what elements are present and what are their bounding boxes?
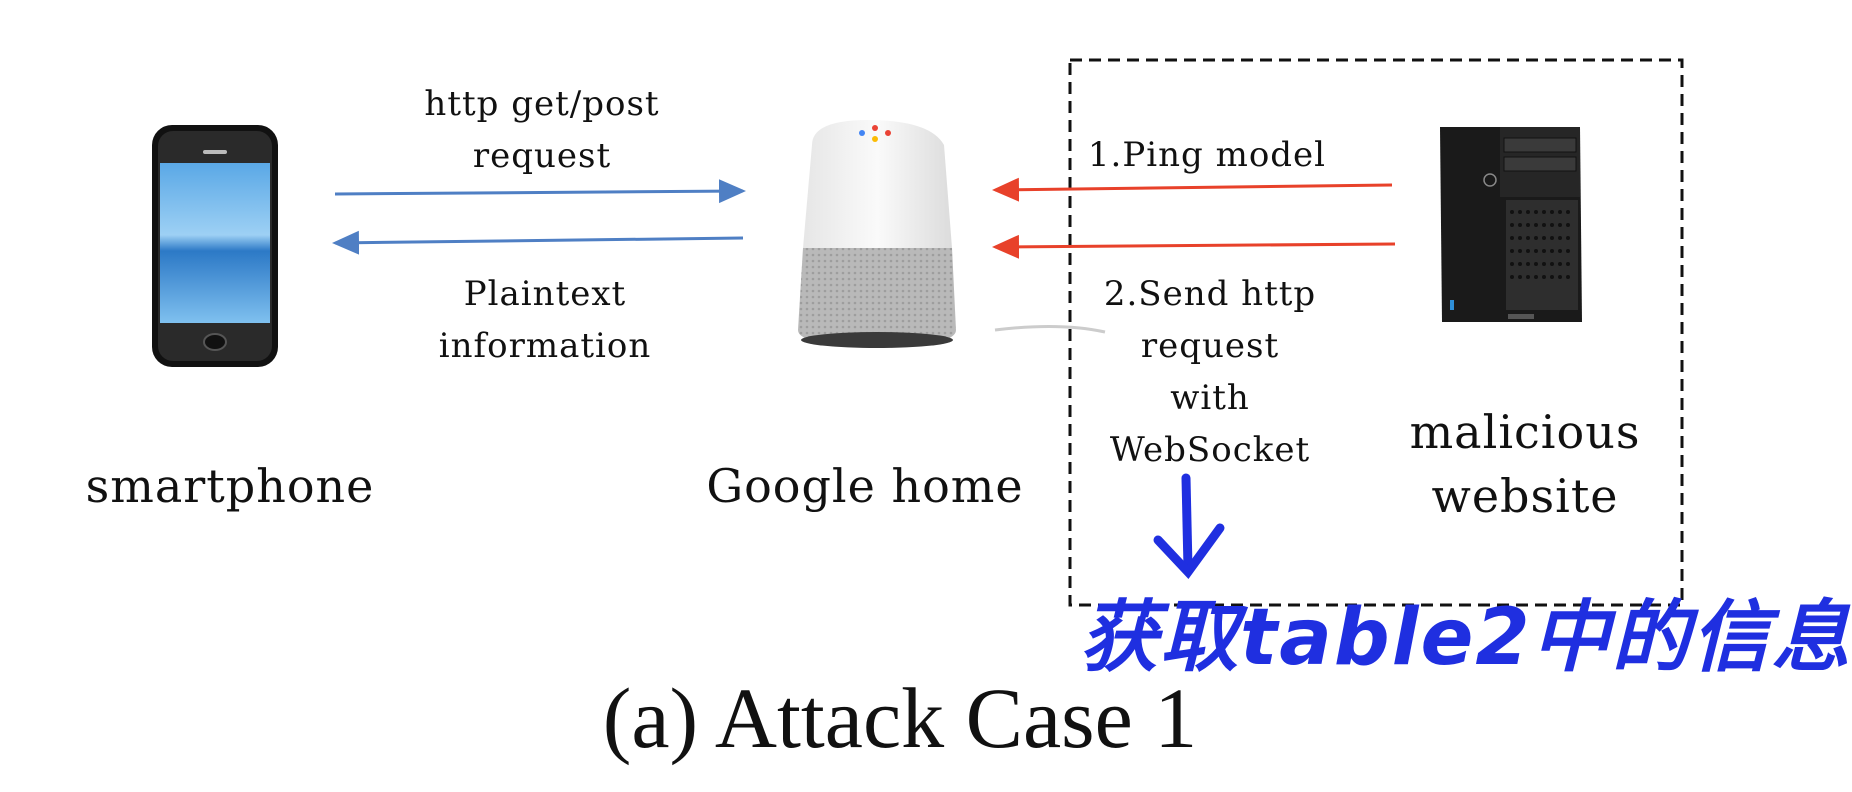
handwritten-annotation: 获取table2中的信息 — [1080, 593, 1852, 683]
diagram-graphics — [152, 58, 1684, 607]
smartphone-icon — [152, 125, 278, 367]
smartphone-label: smartphone — [85, 459, 375, 513]
send-label: 2.Send http request with WebSocket — [1103, 274, 1317, 470]
figure-caption: (a) Attack Case 1 — [602, 670, 1198, 766]
plaintext-label: Plaintext information — [438, 274, 652, 366]
google-home-icon — [798, 120, 1106, 348]
ping-arrow — [992, 177, 1393, 202]
server-icon — [1440, 127, 1582, 322]
request-arrow — [334, 179, 746, 204]
malicious-region-box — [1068, 58, 1684, 607]
attack-case-diagram: http get/post request Plaintext informat… — [85, 58, 1850, 766]
send-arrow — [992, 234, 1396, 259]
ping-label: 1.Ping model — [1087, 135, 1327, 175]
handwritten-down-arrow-icon — [1153, 473, 1225, 580]
plaintext-arrow — [332, 230, 744, 255]
request-label: http get/post request — [424, 84, 660, 176]
malicious-website-label: malicious website — [1409, 405, 1641, 523]
google-home-label: Google home — [706, 459, 1024, 513]
